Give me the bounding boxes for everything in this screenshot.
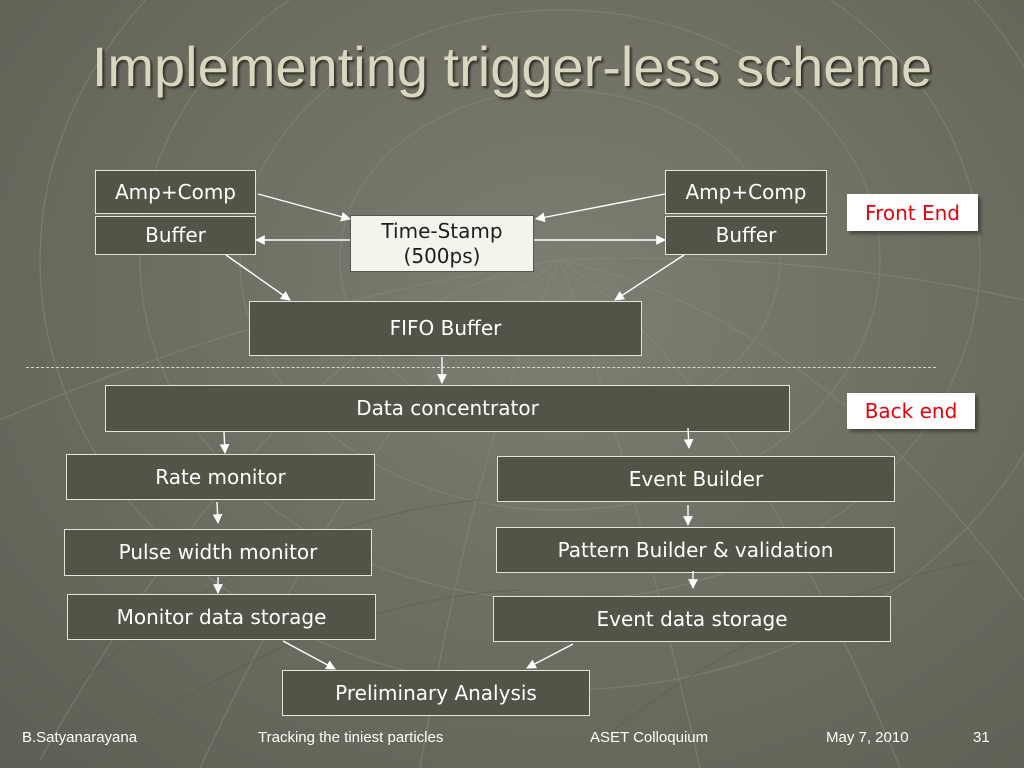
buffer-left-box: Buffer [95, 216, 256, 255]
monitor-data-storage-box: Monitor data storage [67, 594, 376, 640]
front-end-tag: Front End [847, 194, 978, 231]
slide-title: Implementing trigger-less scheme [91, 35, 933, 98]
footer-talk-title: Tracking the tiniest particles [258, 729, 444, 746]
amp-comp-left-box: Amp+Comp [95, 170, 256, 214]
footer-author: B.Satyanarayana [22, 729, 138, 746]
footer-page-number: 31 [973, 729, 990, 746]
preliminary-analysis-box: Preliminary Analysis [282, 670, 590, 716]
fifo-buffer-box: FIFO Buffer [249, 301, 642, 356]
pulse-width-monitor-box: Pulse width monitor [64, 529, 372, 576]
pattern-builder-box: Pattern Builder & validation [496, 527, 895, 573]
footer-event: ASET Colloquium [590, 729, 709, 746]
footer-date: May 7, 2010 [826, 729, 909, 746]
buffer-right-box: Buffer [665, 216, 827, 255]
back-end-tag: Back end [847, 393, 975, 429]
rate-monitor-box: Rate monitor [66, 454, 375, 500]
amp-comp-right-box: Amp+Comp [665, 170, 827, 214]
front-back-divider [26, 367, 936, 368]
event-builder-box: Event Builder [497, 456, 895, 502]
timestamp-box: Time-Stamp (500ps) [350, 215, 534, 272]
data-concentrator-box: Data concentrator [105, 385, 790, 432]
event-data-storage-box: Event data storage [493, 596, 891, 642]
